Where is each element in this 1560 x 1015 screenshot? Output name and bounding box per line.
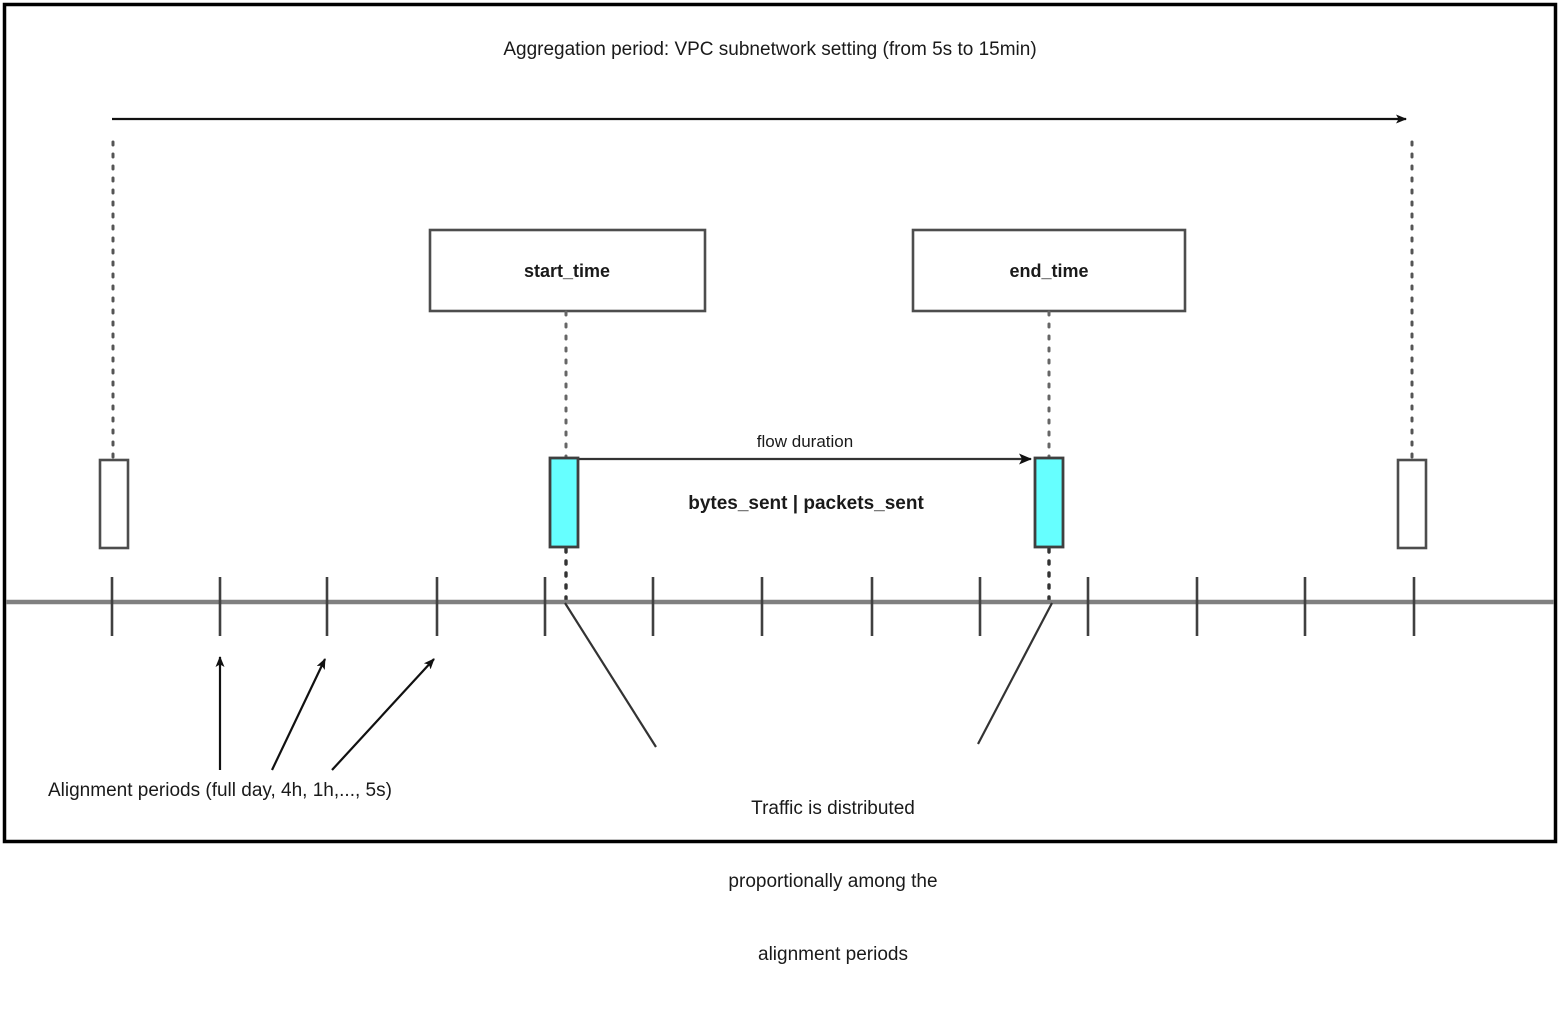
diagram-canvas <box>2 2 1558 844</box>
vpc-flow-logs-diagram: Aggregation period: VPC subnetwork setti… <box>2 2 1558 965</box>
flow-start-bar <box>548 456 580 549</box>
traffic-note-line-3: alignment periods <box>758 943 908 965</box>
start-time-label: start_time <box>523 261 611 281</box>
end-time-box <box>911 228 1187 313</box>
aggregation-marker-right <box>1396 458 1428 550</box>
alignment-periods-caption: Alignment periods (full day, 4h, 1h,...,… <box>48 780 392 801</box>
diagram-border <box>2 2 1558 844</box>
bytes-packets-sent-label: bytes_sent | packets_sent <box>688 493 924 514</box>
traffic-note-leader-right <box>977 602 1053 745</box>
flow-duration-label: flow duration <box>756 432 854 451</box>
aggregation-period-title: Aggregation period: VPC subnetwork setti… <box>503 39 1037 60</box>
end-time-label: end_time <box>1009 261 1089 281</box>
traffic-note-leader-left <box>564 602 657 748</box>
start-time-box <box>428 228 707 313</box>
flow-end-bar <box>1033 456 1065 549</box>
alignment-period-callout-arrows <box>215 656 435 771</box>
traffic-note-line-2: proportionally among the <box>728 870 938 892</box>
timeline-ticks <box>110 577 1416 636</box>
traffic-note-line-1: Traffic is distributed <box>751 797 915 819</box>
traffic-distribution-note: Traffic is distributed proportionally am… <box>728 748 937 1015</box>
aggregation-marker-left <box>98 458 130 550</box>
